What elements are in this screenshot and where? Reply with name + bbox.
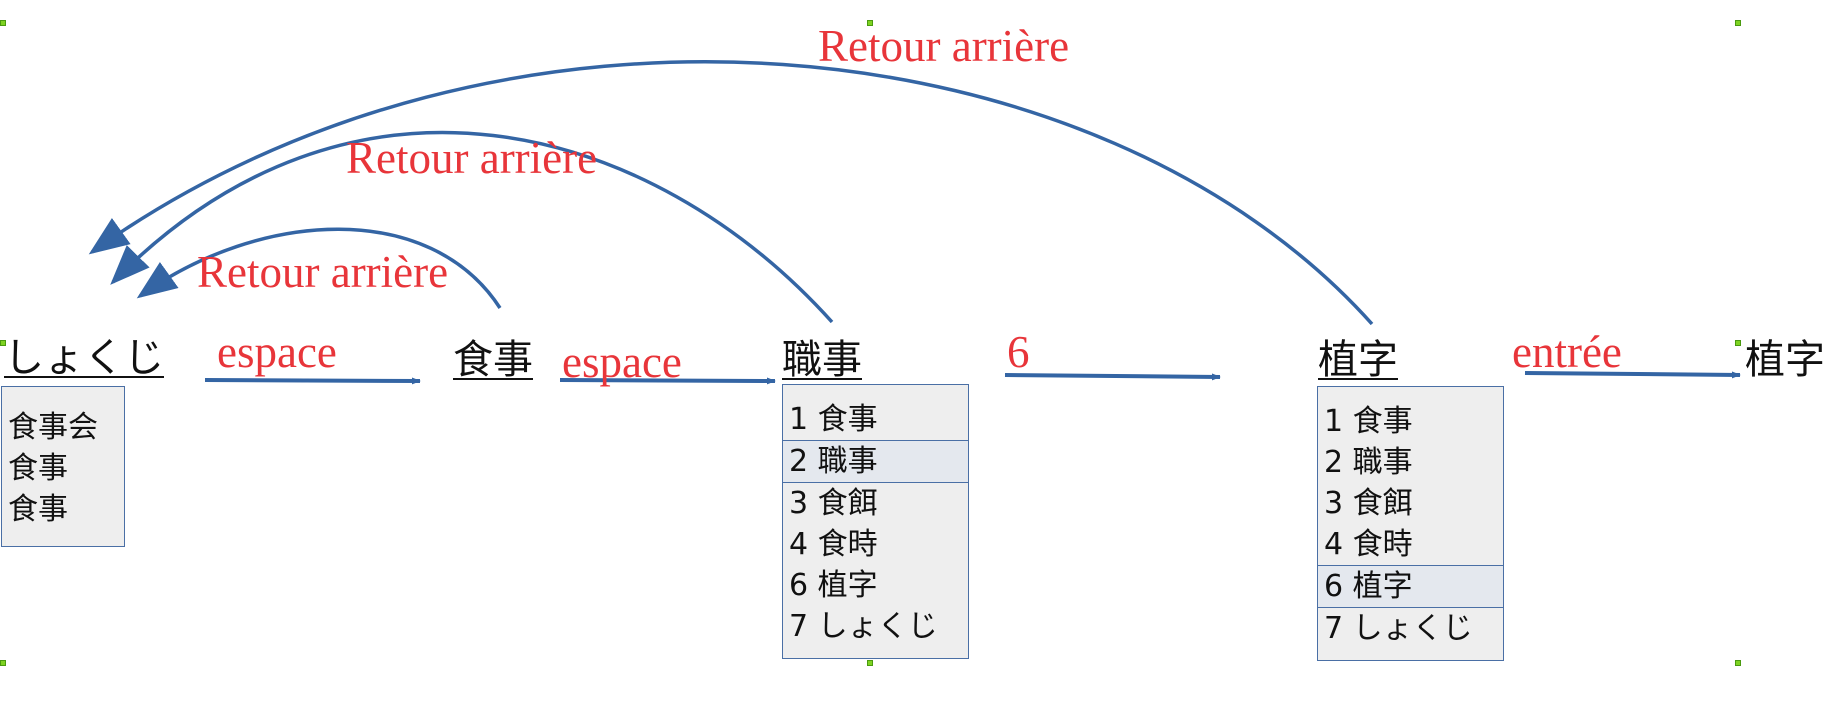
- arrow-enter: [1524, 371, 1741, 379]
- selection-handle: [867, 20, 873, 26]
- label-enter: entrée: [1512, 327, 1622, 377]
- candidate-item[interactable]: 1 食事: [1324, 404, 1413, 439]
- candidate-item[interactable]: 4 食時: [789, 527, 878, 562]
- candidate-item[interactable]: 3 食餌: [1324, 486, 1413, 521]
- label-backspace-short: Retour arrière: [197, 247, 449, 297]
- label-backspace-mid: Retour arrière: [346, 133, 598, 183]
- node-shokuji-kanji: 食事: [453, 337, 533, 383]
- candidate-item-selected[interactable]: 6 植字: [1318, 565, 1503, 608]
- label-space-1: espace: [217, 327, 337, 377]
- arrow-space-2: [559, 377, 776, 385]
- node-shokuji: しょくじ: [4, 335, 164, 381]
- node-result: 植字: [1745, 337, 1825, 383]
- selection-handle: [0, 340, 6, 346]
- candidate-list-third: 1 食事 2 職事 3 食餌 4 食時 6 植字 7 しょくじ: [1317, 386, 1504, 661]
- candidate-item-selected[interactable]: 2 職事: [783, 440, 968, 483]
- candidate-item[interactable]: 6 植字: [789, 568, 878, 603]
- candidate-item[interactable]: 食事会: [8, 410, 98, 445]
- selection-handle: [867, 660, 873, 666]
- candidate-item[interactable]: 2 職事: [1324, 445, 1413, 480]
- arrow-back-long: [88, 60, 1374, 326]
- label-space-2: espace: [562, 337, 682, 387]
- label-backspace-long: Retour arrière: [818, 21, 1070, 71]
- node-shokuji-selected: 植字: [1318, 337, 1398, 383]
- candidate-list-first: 食事会 食事 食事: [1, 386, 125, 547]
- selection-handle: [0, 660, 6, 666]
- arrow-space-1: [204, 377, 421, 385]
- label-six: 6: [1007, 327, 1030, 377]
- candidate-list-second: 1 食事 2 職事 3 食餌 4 食時 6 植字 7 しょくじ: [782, 384, 969, 659]
- candidate-item[interactable]: 1 食事: [789, 402, 878, 437]
- selection-handle: [0, 20, 6, 26]
- arrow-six: [1004, 373, 1221, 381]
- candidate-item[interactable]: 7 しょくじ: [1324, 611, 1473, 646]
- selection-handle: [1735, 340, 1741, 346]
- candidate-item[interactable]: 食事: [8, 492, 68, 527]
- candidate-item[interactable]: 7 しょくじ: [789, 609, 938, 644]
- candidate-item[interactable]: 3 食餌: [789, 486, 878, 521]
- candidate-item[interactable]: 食事: [8, 451, 68, 486]
- arrow-back-short: [136, 227, 502, 309]
- selection-handle: [1735, 20, 1741, 26]
- selection-handle: [1735, 660, 1741, 666]
- node-shokuji-alt: 職事: [782, 337, 862, 383]
- candidate-item[interactable]: 4 食時: [1324, 527, 1413, 562]
- arrow-back-mid: [110, 130, 834, 324]
